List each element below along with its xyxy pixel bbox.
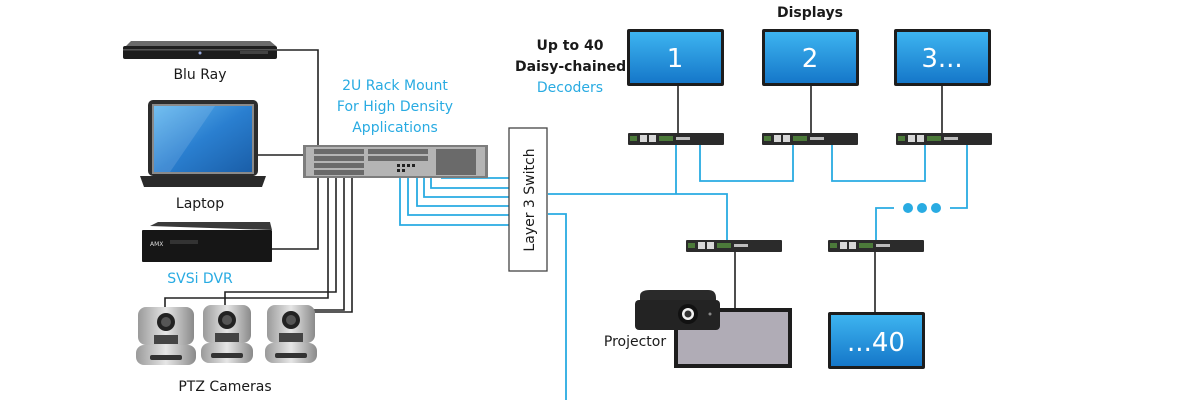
net-rack-3 <box>423 178 509 198</box>
decoders-note: Up to 40 Daisy-chained Decoders <box>515 37 627 97</box>
cable-cam3 <box>310 178 345 311</box>
projector-label: Projector <box>603 334 667 350</box>
decoders-note-line-1: Up to 40 <box>536 38 604 54</box>
cable-bluray <box>275 49 319 148</box>
cable-dvr <box>272 178 319 250</box>
projector <box>635 290 720 330</box>
rack-label-line-2: For High Density <box>336 99 454 115</box>
rack-label: 2U Rack Mount For High Density Applicati… <box>325 77 465 137</box>
rack-mount-unit <box>303 145 488 178</box>
decoders-note-line-2: Daisy-chained <box>515 59 627 75</box>
decoder-2 <box>762 133 858 145</box>
net-rack-5 <box>407 178 509 216</box>
display-40: ...40 <box>828 312 925 369</box>
rack-label-line-1: 2U Rack Mount <box>342 78 448 94</box>
decoder-1 <box>628 133 724 145</box>
layer3-switch: Layer 3 Switch <box>508 127 548 272</box>
ptz-camera-3 <box>265 305 317 363</box>
net-d1-d2 <box>699 143 794 182</box>
display-3-number: 3... <box>921 44 962 74</box>
display-1: 1 <box>627 29 724 86</box>
decoder-40 <box>828 240 924 252</box>
ptz-camera-1 <box>136 307 196 365</box>
dvr-brand-mark: AMX <box>150 241 163 248</box>
display-2: 2 <box>762 29 859 86</box>
ptz-camera-2 <box>201 305 253 363</box>
net-dots-d40 <box>875 207 894 240</box>
net-rack-6 <box>399 178 509 226</box>
cable-cam2 <box>224 178 337 305</box>
display-3: 3... <box>894 29 991 86</box>
dvr-label: SVSi DVR <box>167 271 233 287</box>
svsi-dvr: AMX <box>142 222 272 262</box>
displays-title: Displays <box>776 5 844 21</box>
display-1-number: 1 <box>667 44 684 74</box>
cable-cam1 <box>164 178 329 310</box>
rack-label-line-3: Applications <box>352 120 438 136</box>
cameras-label: PTZ Cameras <box>178 379 272 395</box>
laptop <box>140 100 266 187</box>
net-d3-dots <box>950 143 968 209</box>
cable-cam3b <box>310 178 353 313</box>
net-switch-to-decoders <box>548 193 728 240</box>
net-rack-4 <box>416 178 509 207</box>
net-rack-2 <box>430 178 509 189</box>
source-cables <box>164 49 943 313</box>
switch-label: Layer 3 Switch <box>522 148 538 251</box>
decoder-projector <box>686 240 782 252</box>
net-switch-down <box>548 213 567 400</box>
laptop-label: Laptop <box>175 196 225 212</box>
ptz-cameras <box>136 305 317 365</box>
bluray-player <box>123 41 277 59</box>
ellipsis-dots-icon <box>903 203 941 213</box>
display-40-number: ...40 <box>847 328 905 358</box>
net-d2-d3 <box>831 143 926 182</box>
bluray-label: Blu Ray <box>173 67 227 83</box>
decoder-3 <box>896 133 992 145</box>
decoders-note-highlight: Decoders <box>536 80 604 96</box>
display-2-number: 2 <box>802 44 819 74</box>
